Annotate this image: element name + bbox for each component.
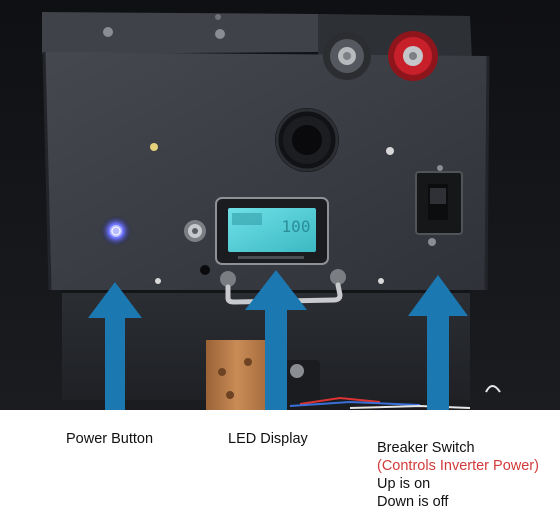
lid-screw-left xyxy=(103,27,113,37)
display-reading: 100 xyxy=(282,217,311,236)
rotary-knob xyxy=(184,220,206,242)
front-panel xyxy=(44,52,488,290)
breaker-switch-graphic xyxy=(415,165,463,246)
top-lid xyxy=(42,12,318,54)
arrow-power-button xyxy=(88,282,142,410)
led-display-graphic: 100 xyxy=(215,197,329,265)
power-button-graphic xyxy=(100,215,132,247)
white-wire xyxy=(485,385,501,393)
caption-breaker-switch: Breaker Switch (Controls Inverter Power)… xyxy=(377,439,539,511)
terminal-red xyxy=(388,31,438,81)
breaker-title: Breaker Switch xyxy=(377,440,475,456)
arrow-breaker-switch xyxy=(408,275,468,410)
cable-gland xyxy=(275,108,339,172)
terminal-black xyxy=(323,32,371,80)
breaker-down: Down is off xyxy=(377,494,449,510)
equipment-photo: 100 xyxy=(0,0,560,410)
breaker-note: (Controls Inverter Power) xyxy=(377,458,539,474)
caption-led-display: LED Display xyxy=(228,431,308,447)
caption-power-button: Power Button xyxy=(66,431,154,447)
copper-busbar xyxy=(206,340,268,410)
arrow-led-display xyxy=(245,270,307,410)
cable-bolt xyxy=(286,360,471,409)
breaker-up: Up is on xyxy=(377,476,431,492)
lid-screw-right xyxy=(215,29,225,39)
